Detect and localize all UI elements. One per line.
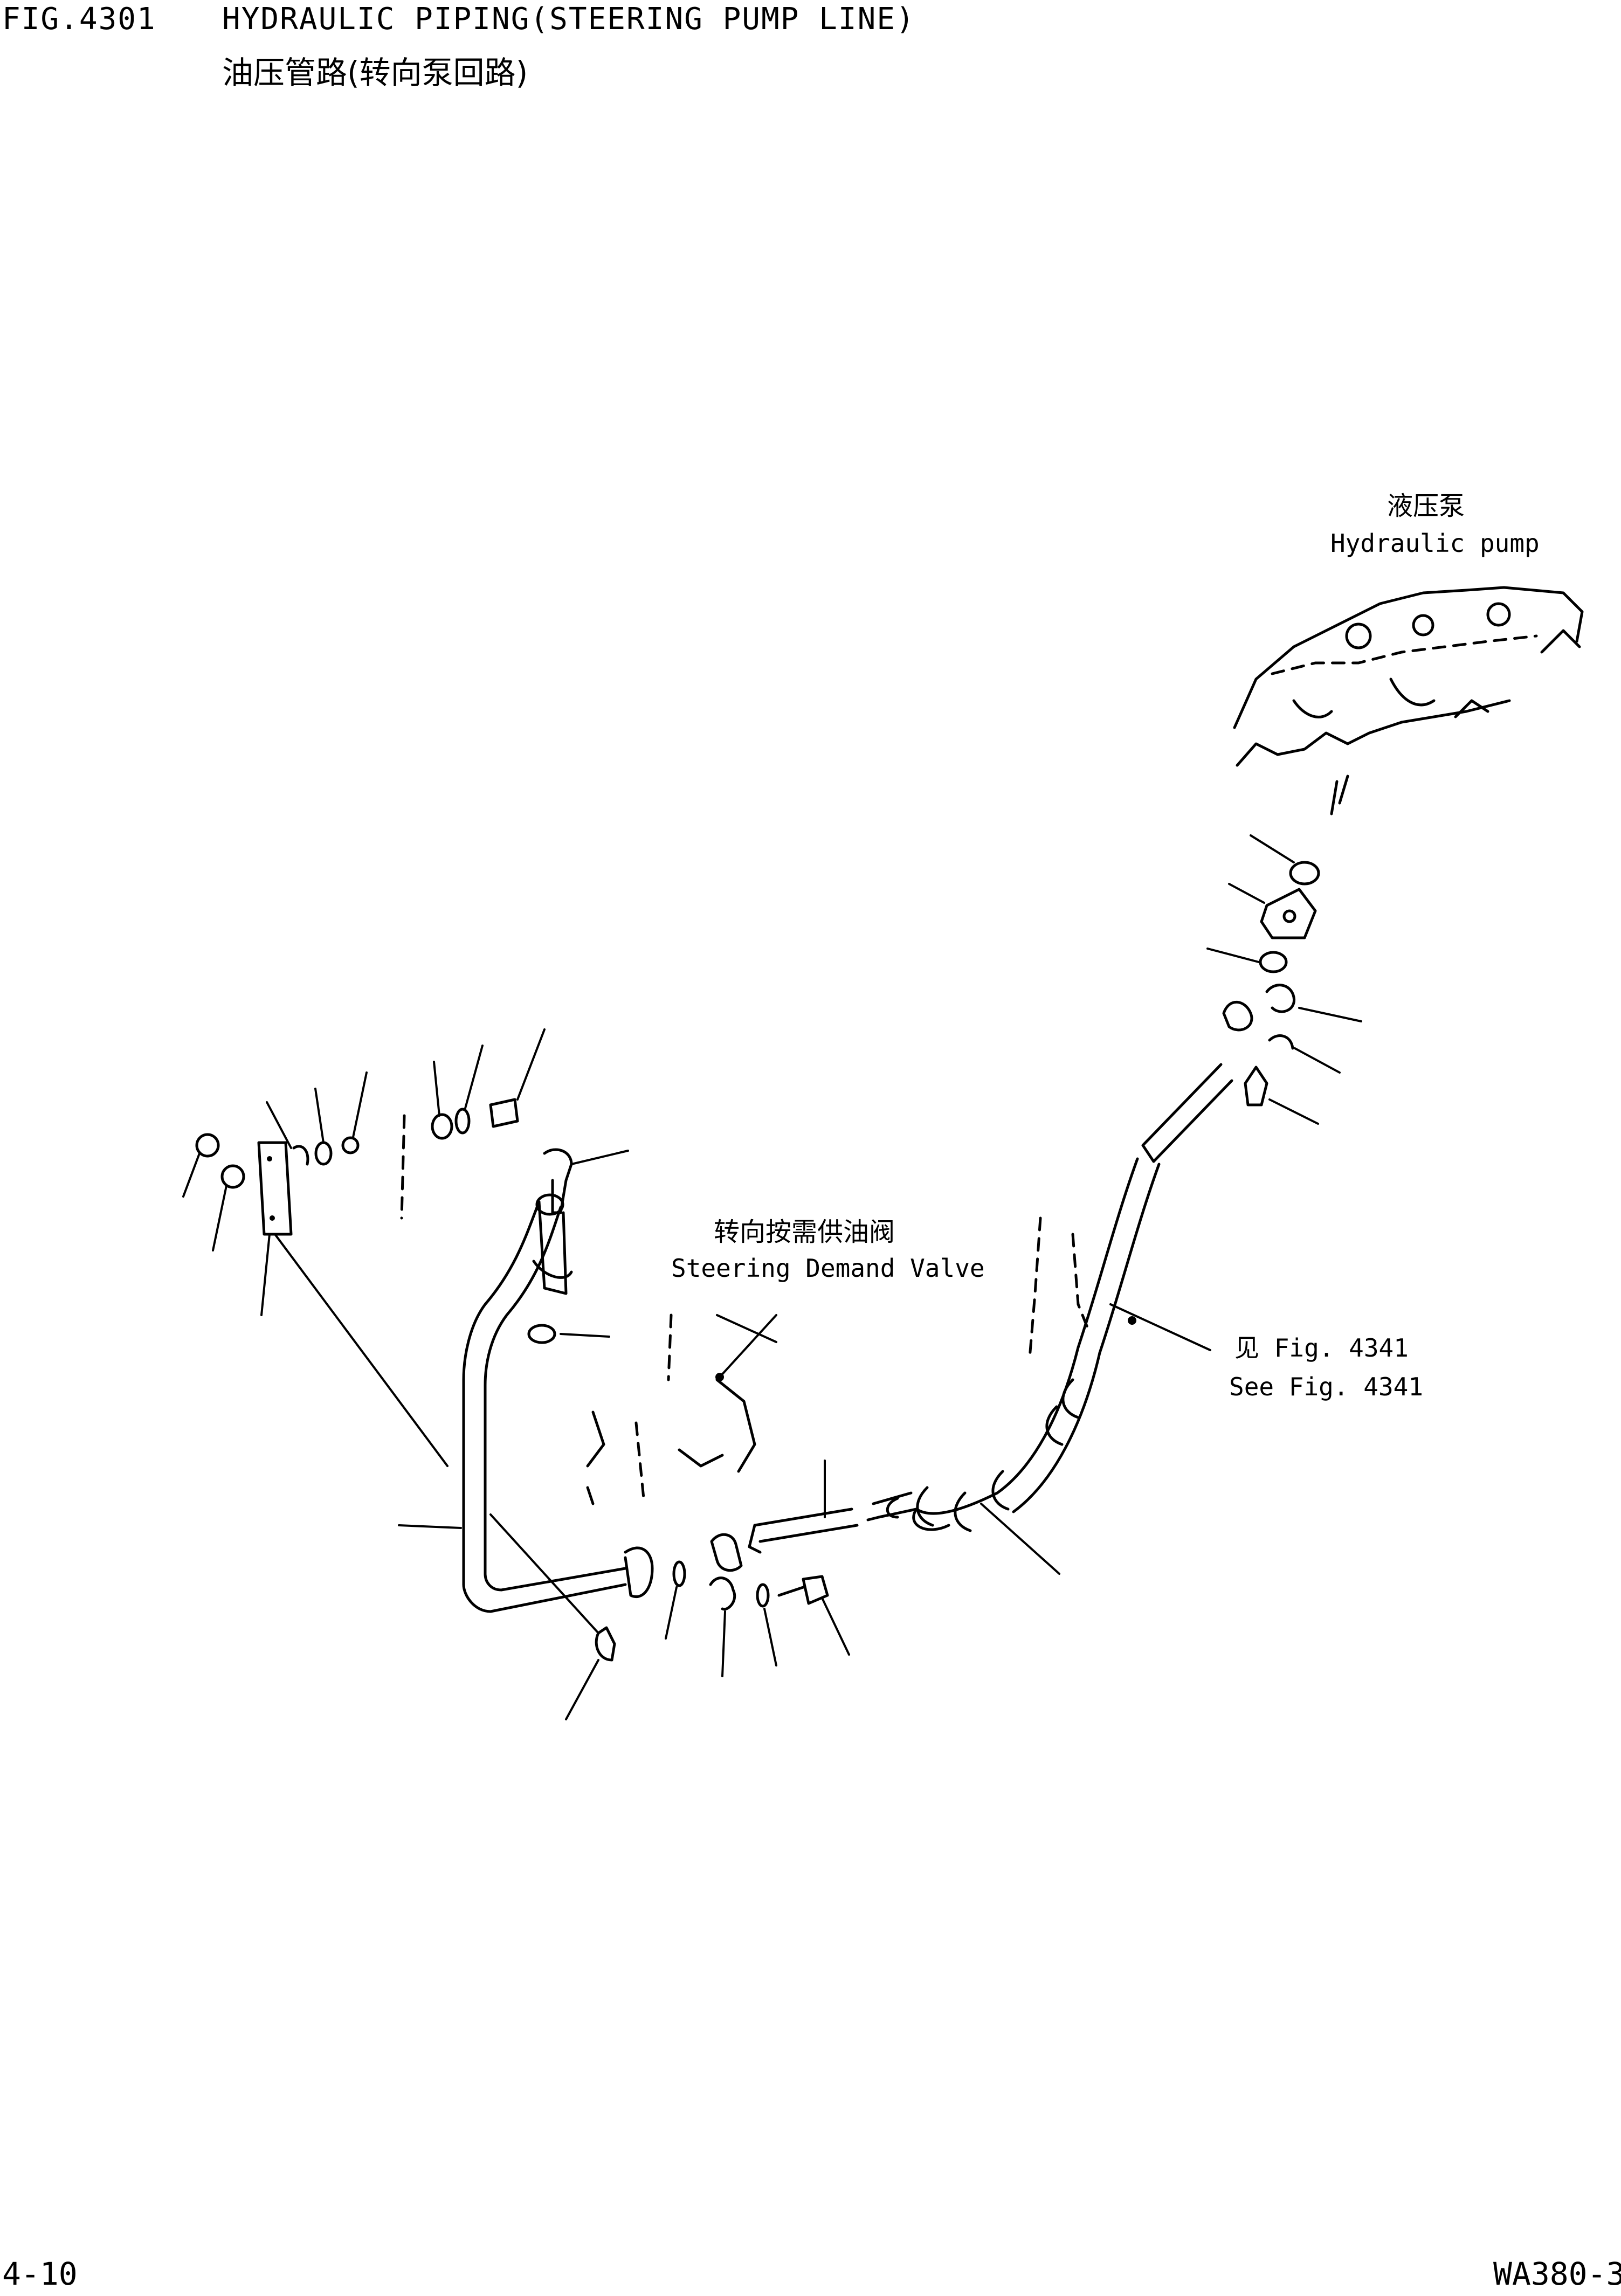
steering-demand-valve-drawing [586,1216,1091,1505]
center-fittings-drawing [709,1533,850,1677]
figure-title-en: HYDRAULIC PIPING(STEERING PUMP LINE) [222,2,915,37]
hydraulic-pump-label-zh: 液压泵 [1387,491,1465,521]
page-number: 4-10 [2,2256,78,2292]
figure-title-zh: 油压管路(转向泵回路) [222,54,528,91]
hydraulic-pump-label-en: Hydraulic pump [1330,529,1540,558]
hydraulic-hose-drawing [748,1063,1233,1575]
model-number: WA380-3 [1493,2256,1621,2292]
see-figure-label-en: See Fig. 4341 [1229,1372,1424,1401]
steel-pipe-drawing [398,1193,686,1720]
hydraulic-pump-drawing [1233,586,1584,815]
steering-demand-valve-label-en: Steering Demand Valve [671,1254,985,1283]
pump-side-fittings [1206,834,1362,1125]
figure-number: FIG.4301 [2,2,156,37]
steering-demand-valve-label-zh: 转向按需供油阀 [714,1217,895,1247]
see-figure-label-zh: 见 Fig. 4341 [1234,1333,1409,1363]
bracket-hardware-drawing [182,1028,629,1467]
